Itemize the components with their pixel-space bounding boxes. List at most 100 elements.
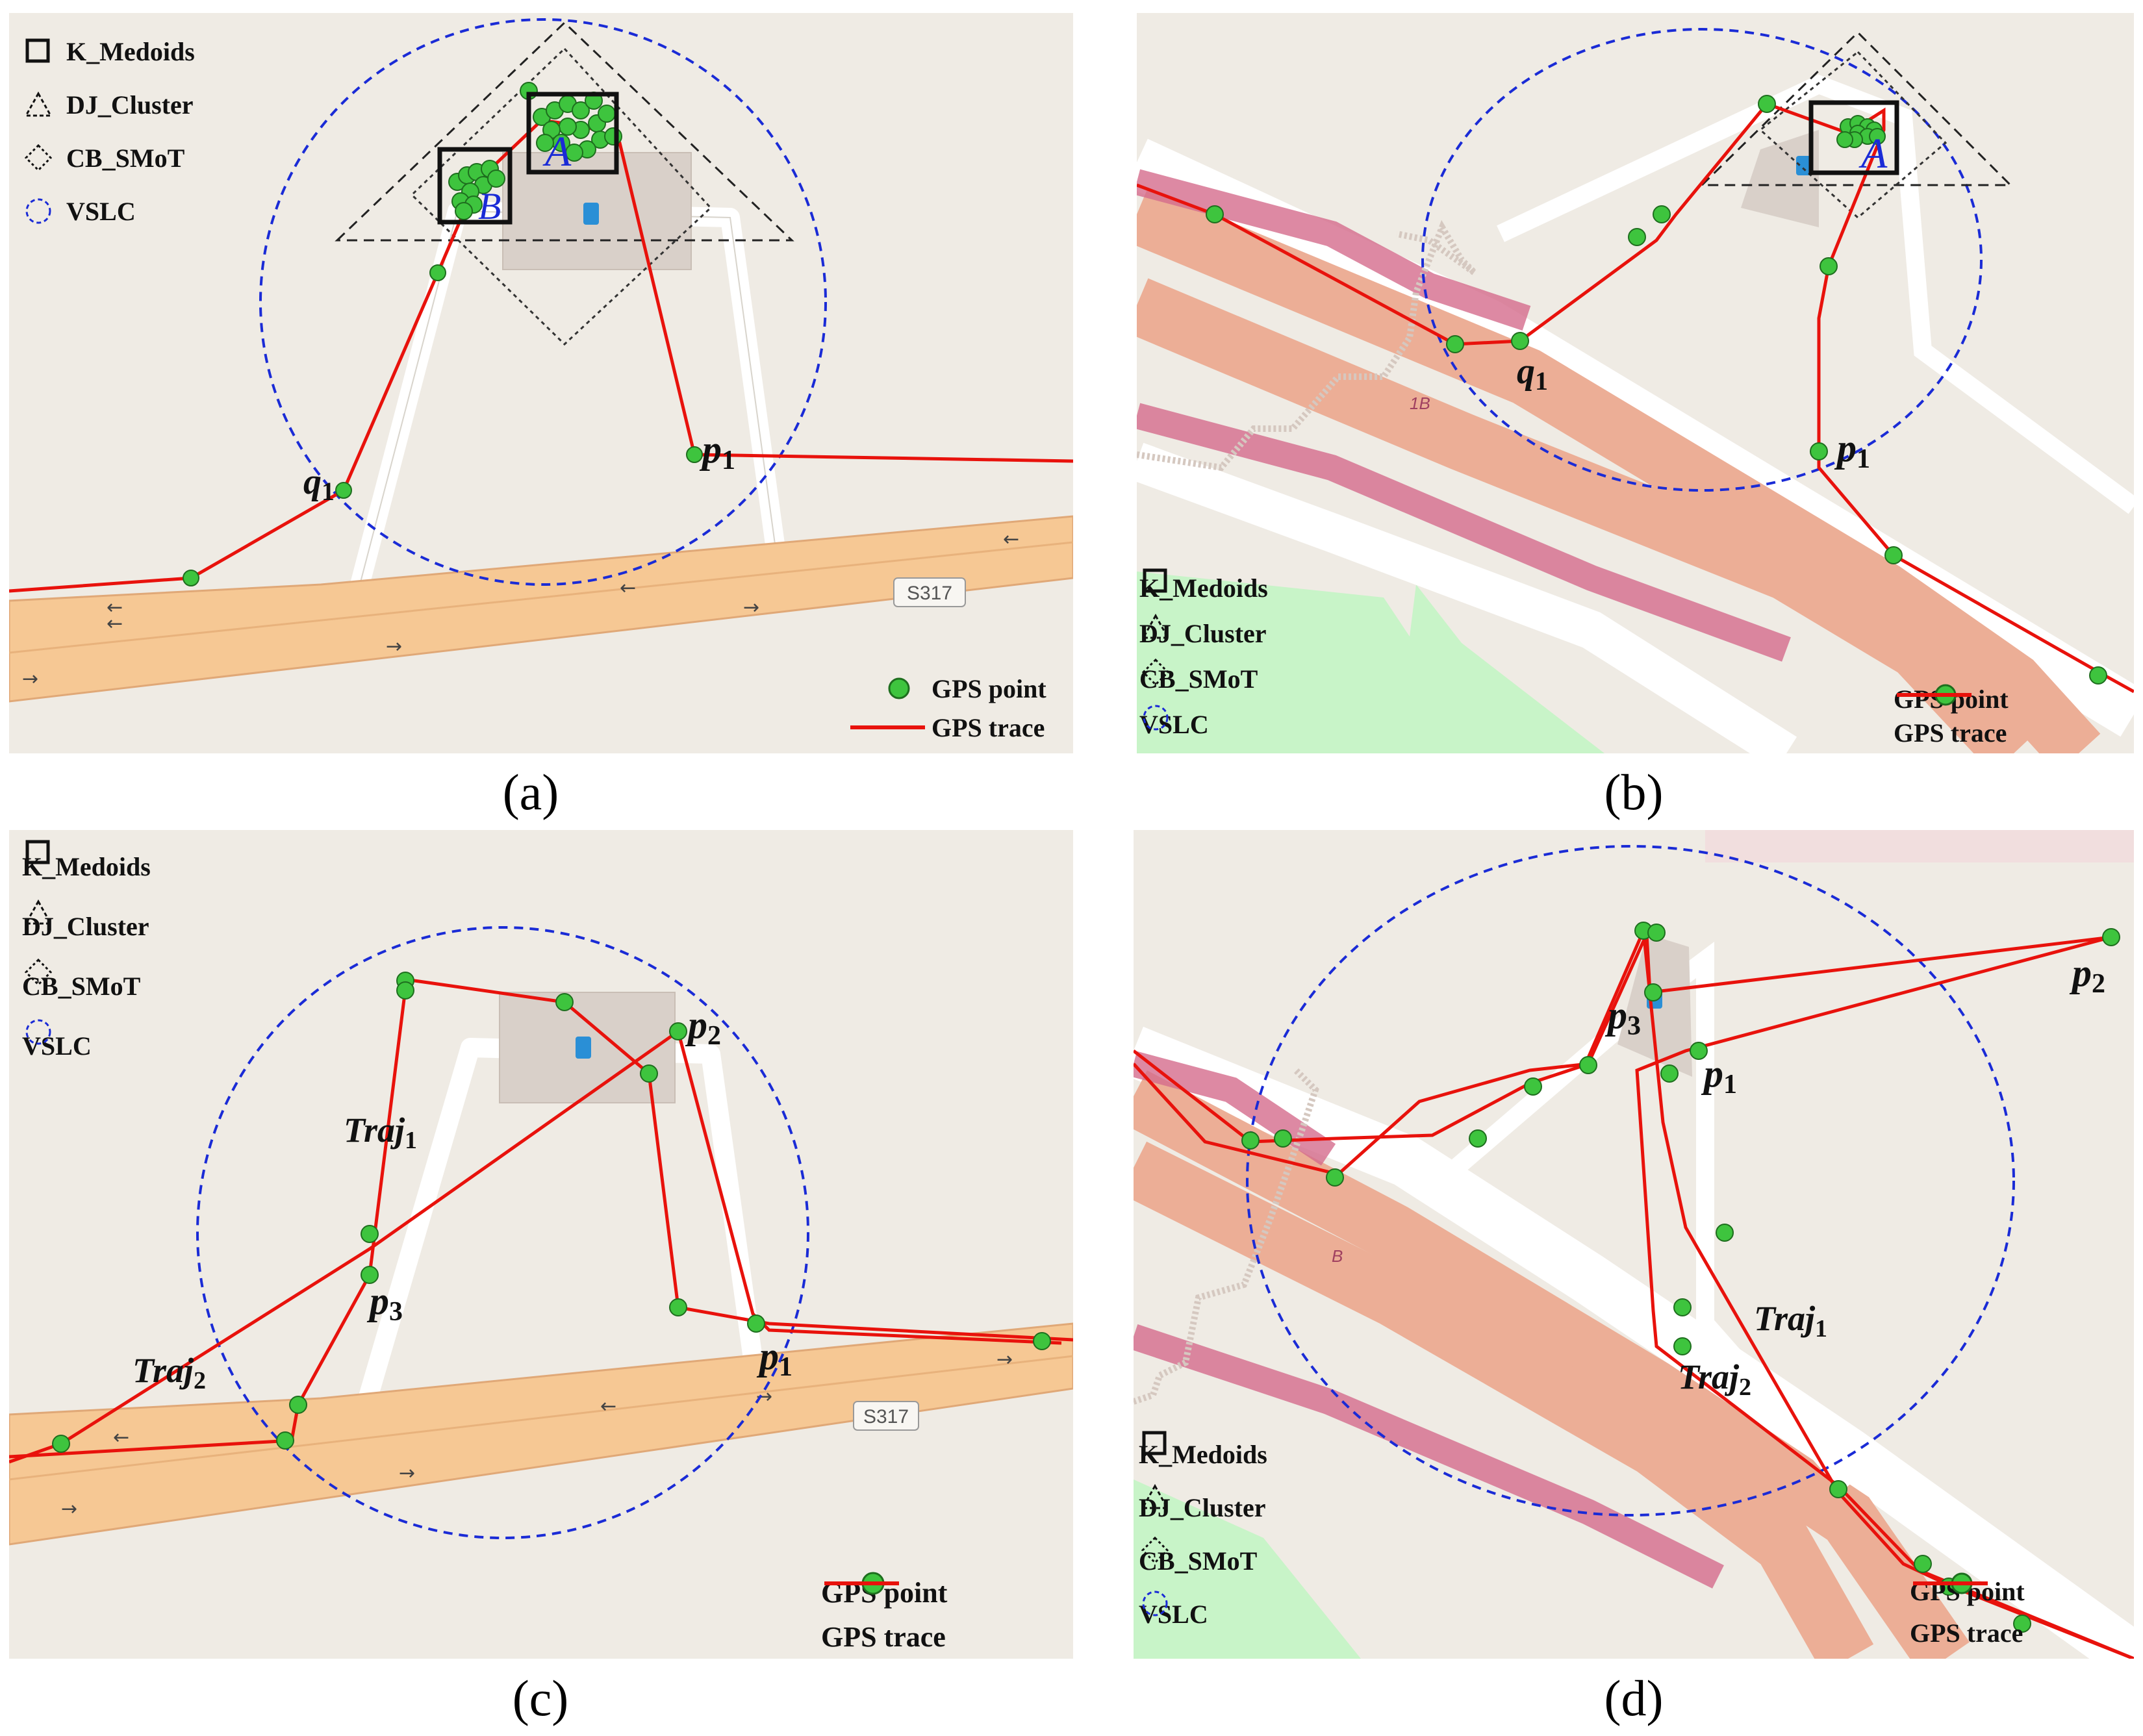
legend-gps-point: GPS point [932,673,1046,703]
k-medoids-box-b [437,147,513,225]
legend-vslc: VSLC [22,1031,92,1061]
road-label-s317: S317 [863,1406,909,1428]
label-traj1: Traj1 [1754,1299,1827,1342]
legend-gps: GPS point GPS trace [1910,1570,2025,1654]
map-panel-b: 1B A q1 p1 K_Medoids DJ_Cluster CB_SMoT … [1137,13,2134,753]
k-medoids-box-a [1808,100,1899,175]
map-panel-a: S317 ← ← ← ← → → → A B q1 p1 [9,13,1073,753]
legend-vslc: VSLC [66,196,136,226]
label-p3: p3 [366,1279,403,1327]
legend-k-medoids: K_Medoids [1139,573,1268,603]
motorway-pink [1137,169,1531,331]
cb-smot-diamond [1758,50,1947,219]
gps-trace-traj2 [1134,933,2134,1659]
gps-points [52,972,1051,1453]
legend-cb-smot: CB_SMoT [66,143,185,173]
legend-k-medoids: K_Medoids [22,851,151,881]
vslc-circle [1421,28,1983,492]
gps-trace [1137,102,2134,694]
building [1741,130,1819,227]
svg-text:←: ← [600,1395,616,1418]
vslc-circle [1246,845,2015,1516]
label-p2: p2 [2069,951,2105,999]
side-road [1497,74,2134,514]
label-traj2: Traj2 [1678,1357,1751,1401]
legend-methods: K_Medoids DJ_Cluster CB_SMoT VSLC [1139,565,1268,747]
gps-points [1206,95,2107,685]
gps-cluster-a [520,82,622,162]
map-panel-c: S317 → → ← ← → → p2 p1 p3 Traj1 Traj2 K_… [9,830,1073,1659]
gps-points [1241,922,2120,1633]
svg-text:←: ← [620,577,636,599]
svg-text:→: → [399,1462,415,1485]
label-p1: p1 [756,1335,793,1382]
road-label-s317: S317 [907,583,952,604]
legend-gps-trace: GPS trace [1910,1618,2023,1648]
svg-text:→: → [743,596,759,619]
cb-smot-diamond [410,47,713,346]
label-p3: p3 [1604,994,1641,1041]
gps-points [183,264,703,586]
legend-gps-trace: GPS trace [1894,718,2007,748]
motorway [1134,1070,1970,1659]
label-p1: p1 [1701,1052,1737,1100]
cluster-label-a: A [1858,130,1888,177]
label-traj2: Traj2 [133,1351,206,1394]
svg-text:←: ← [1003,528,1019,551]
white-road [1134,1026,2134,1659]
footpath [1134,1068,1319,1405]
legend-gps-trace: GPS trace [821,1620,946,1653]
legend-methods: K_Medoids DJ_Cluster CB_SMoT VSLC [22,837,151,1076]
label-traj1: Traj1 [344,1111,417,1154]
caption-c: (c) [512,1670,569,1726]
motorway-pink [1134,1051,1336,1166]
legend-methods: K_Medoids DJ_Cluster CB_SMoT VSLC [1139,1428,1267,1641]
legend-cb-smot: CB_SMoT [1139,664,1258,694]
label-p1: p1 [1834,427,1870,474]
label-p2: p2 [685,1003,721,1051]
caption-d: (d) [1604,1670,1664,1726]
fuel-icon [583,203,599,225]
fuel-icon [1796,156,1812,175]
svg-text:→: → [22,668,38,690]
gps-cluster-a [1836,115,1886,148]
map-b-svg: 1B A q1 p1 [1137,28,2134,753]
legend-cb-smot: CB_SMoT [22,971,141,1001]
motorway [1137,187,2101,753]
legend-gps: GPS point GPS trace [821,1570,947,1659]
dj-cluster-triangle [335,21,794,242]
highway-road [9,1322,1073,1546]
road-shield [853,1401,919,1431]
k-medoids-box-a [526,92,619,175]
label-p1: p1 [699,428,735,475]
cluster-label-a: A [542,128,572,175]
gps-trace-traj1 [290,977,1073,1441]
caption-a: (a) [502,764,559,820]
svg-text:←: ← [113,1426,129,1449]
road-shield [893,577,966,607]
label-q1: q1 [303,462,335,506]
svg-text:→: → [61,1498,77,1520]
svg-text:→: → [386,635,402,658]
legend-methods: K_Medoids DJ_Cluster CB_SMoT VSLC [22,25,195,238]
vslc-circle [196,926,809,1539]
legend-gps-trace: GPS trace [932,712,1045,742]
highway-road [9,515,1073,703]
legend-gps: GPS point GPS trace [1894,682,2009,749]
legend-k-medoids: K_Medoids [66,36,195,66]
legend-dj-cluster: DJ_Cluster [22,911,149,941]
legend-cb-smot: CB_SMoT [1139,1546,1258,1576]
map-panel-d: B p2 p3 p1 Traj1 Traj2 K_Medoids DJ_Clus… [1134,830,2134,1659]
legend-vslc: VSLC [1139,709,1209,739]
map-c-svg: S317 → → ← ← → → p2 p1 p3 Traj1 Traj2 [9,926,1073,1546]
svg-text:←: ← [107,596,123,619]
caption-b: (b) [1604,764,1664,820]
vslc-circle [259,18,827,586]
footpath [1137,220,1477,472]
white-road-2 [1137,442,1797,753]
fuel-icon [576,1037,591,1059]
svg-text:→: → [996,1348,1013,1371]
park-area [1134,1479,1361,1659]
park-area [1137,572,1604,753]
legend-vslc: VSLC [1139,1599,1208,1629]
